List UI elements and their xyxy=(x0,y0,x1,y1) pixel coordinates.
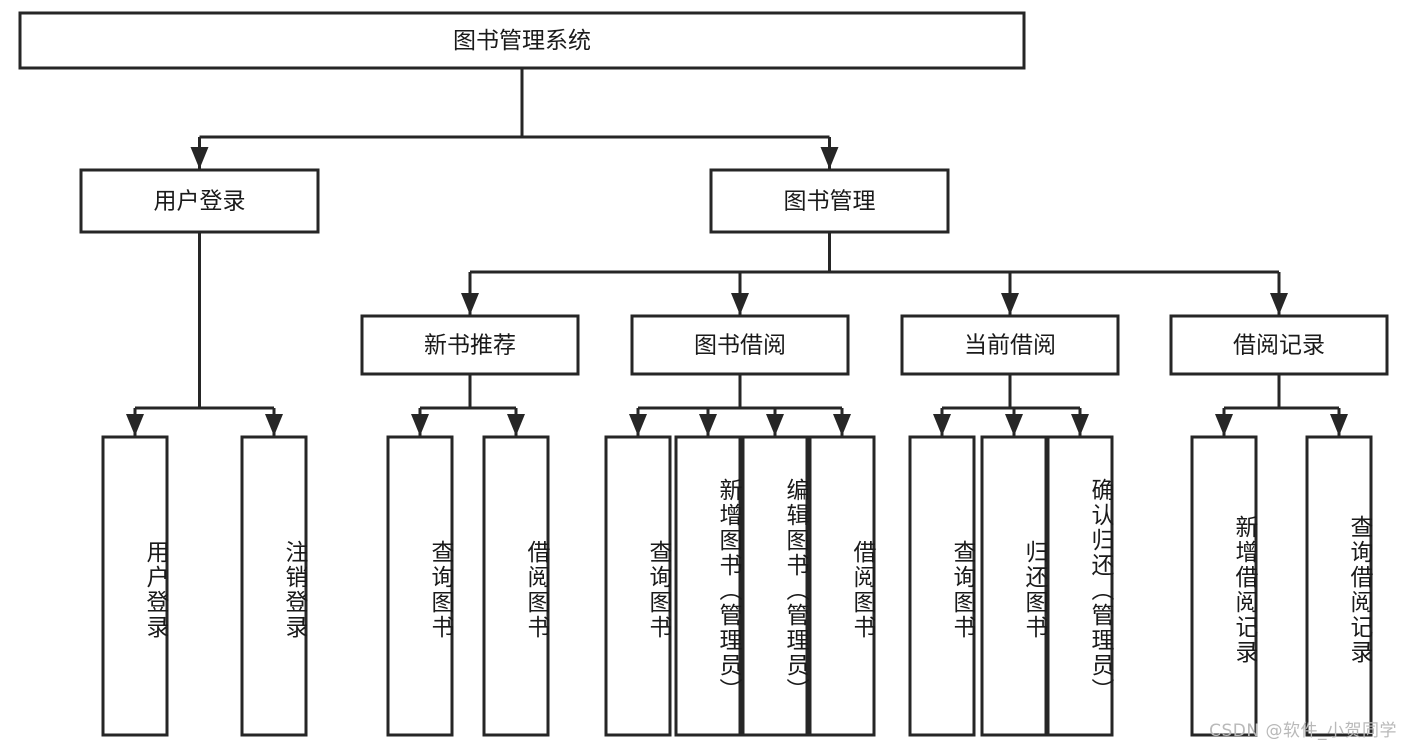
arrow-head-icon xyxy=(933,414,951,436)
leaf-node-box-5[interactable] xyxy=(674,435,742,737)
leaf-node-box-2[interactable] xyxy=(386,435,454,737)
level3-node-box-2[interactable] xyxy=(900,314,1120,376)
arrow-head-icon xyxy=(1330,414,1348,436)
arrow-head-icon xyxy=(507,414,525,436)
level2-node-box-0[interactable] xyxy=(79,168,320,234)
arrow-head-icon xyxy=(1001,293,1019,315)
level3-node-box-3[interactable] xyxy=(1169,314,1389,376)
level3-node-label-3: 借阅记录 xyxy=(1233,333,1325,359)
leaf-node-box-10[interactable] xyxy=(1046,435,1114,737)
level3-node-box-0[interactable] xyxy=(360,314,580,376)
arrow-head-icon xyxy=(731,293,749,315)
watermark: CSDN @软件_小贺同学 xyxy=(1209,721,1397,741)
arrow-head-icon xyxy=(461,293,479,315)
level2-node-label-1: 图书管理 xyxy=(784,189,876,215)
arrow-head-icon xyxy=(1071,414,1089,436)
connector-layer xyxy=(126,68,1348,436)
level3-node-label-2: 当前借阅 xyxy=(964,333,1056,359)
arrow-head-icon xyxy=(126,414,144,436)
level3-node-box-1[interactable] xyxy=(630,314,850,376)
leaf-node-box-11[interactable] xyxy=(1190,435,1258,737)
arrow-head-icon xyxy=(190,147,209,169)
level2-node-label-0: 用户登录 xyxy=(154,189,246,215)
leaf-node-box-7[interactable] xyxy=(808,435,876,737)
leaf-node-box-3[interactable] xyxy=(482,435,550,737)
level3-node-label-0: 新书推荐 xyxy=(424,333,516,359)
leaf-node-box-4[interactable] xyxy=(604,435,672,737)
leaf-node-box-8[interactable] xyxy=(908,435,976,737)
arrow-head-icon xyxy=(265,414,283,436)
root-node-label: 图书管理系统 xyxy=(453,28,591,54)
leaf-node-box-0[interactable] xyxy=(101,435,169,737)
arrow-head-icon xyxy=(820,147,839,169)
leaf-node-box-1[interactable] xyxy=(240,435,308,737)
root-node-box[interactable] xyxy=(18,11,1026,70)
level2-node-box-1[interactable] xyxy=(709,168,950,234)
arrow-head-icon xyxy=(699,414,717,436)
arrow-head-icon xyxy=(1270,293,1288,315)
leaf-node-box-6[interactable] xyxy=(741,435,809,737)
box-layer xyxy=(18,11,1389,737)
arrow-head-icon xyxy=(411,414,429,436)
leaf-node-box-12[interactable] xyxy=(1305,435,1373,737)
arrow-head-icon xyxy=(766,414,784,436)
arrow-head-icon xyxy=(1005,414,1023,436)
arrow-head-icon xyxy=(833,414,851,436)
leaf-node-box-9[interactable] xyxy=(980,435,1048,737)
arrow-head-icon xyxy=(1215,414,1233,436)
arrow-head-icon xyxy=(629,414,647,436)
level3-node-label-1: 图书借阅 xyxy=(694,333,786,359)
